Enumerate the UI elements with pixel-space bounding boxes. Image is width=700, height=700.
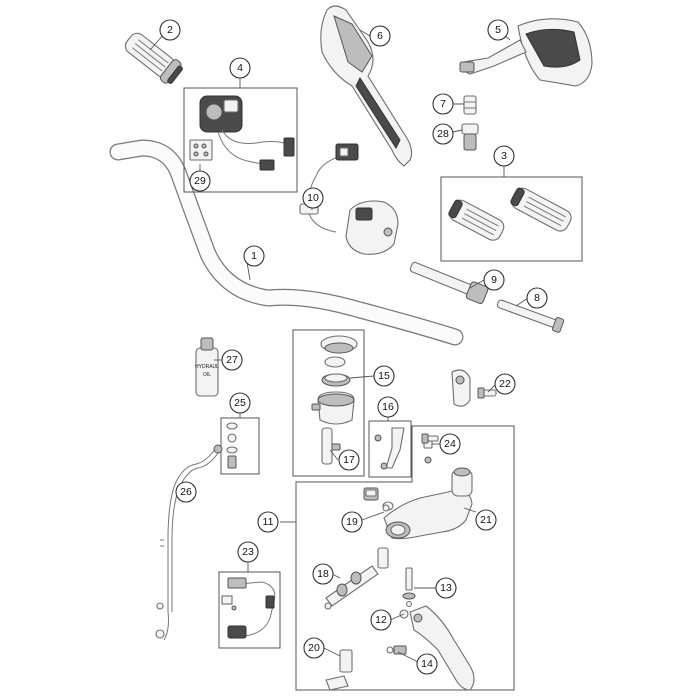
callout-5: 5 (487, 19, 509, 41)
callout-21: 21 (475, 509, 497, 531)
bottle-label-line-2: OIL (203, 372, 211, 378)
callout-number: 15 (378, 370, 390, 382)
callout-number: 4 (237, 62, 243, 74)
callout-number: 12 (375, 614, 387, 626)
throttle-tube-part (409, 261, 489, 304)
callout-18: 18 (312, 563, 334, 585)
callout-number: 20 (308, 642, 320, 654)
callout-4: 4 (229, 57, 251, 79)
screw-part (365, 489, 390, 512)
group-box-lever-piece (368, 420, 412, 478)
handlebar-end-part (496, 299, 565, 333)
callout-29: 29 (189, 170, 211, 192)
callout-23: 23 (237, 541, 259, 563)
callout-number: 6 (377, 30, 383, 42)
pushrod-part (325, 649, 353, 691)
callout-17: 17 (338, 449, 360, 471)
callout-10: 10 (302, 187, 324, 209)
callout-16: 16 (377, 396, 399, 418)
brake-line-part (155, 444, 223, 641)
callout-26: 26 (175, 481, 197, 503)
handlebar-part (109, 139, 464, 346)
callout-22: 22 (494, 373, 516, 395)
clamp-part (451, 369, 497, 407)
callout-number: 24 (444, 438, 456, 450)
callout-number: 3 (501, 150, 507, 162)
group-box-switch (183, 87, 298, 193)
callout-9: 9 (483, 269, 505, 291)
mirror-part (459, 18, 593, 87)
callout-6: 6 (369, 25, 391, 47)
callout-24: 24 (439, 433, 461, 455)
callout-number: 10 (307, 192, 319, 204)
callout-number: 13 (440, 582, 452, 594)
mirror-adapter-part (461, 123, 479, 151)
electric-switch-part (299, 143, 399, 255)
callout-14: 14 (416, 653, 438, 675)
clamp-bolt-part (421, 433, 439, 444)
lever-piece-part (374, 427, 405, 470)
callout-15: 15 (373, 365, 395, 387)
lever-cover-part (320, 5, 413, 167)
grip-part (124, 32, 183, 84)
callout-number: 25 (234, 397, 246, 409)
hydraulic-oil-bottle-part: HYDRAUL OIL (195, 337, 219, 397)
master-cylinder-body-part (363, 467, 473, 540)
callout-number: 1 (251, 250, 257, 262)
callout-number: 29 (194, 175, 206, 187)
brake-light-switch-part (221, 577, 276, 639)
callout-25: 25 (229, 392, 251, 414)
callout-number: 5 (495, 24, 501, 36)
callout-number: 22 (499, 378, 511, 390)
group-box-reservoir (292, 329, 365, 477)
callout-number: 17 (343, 454, 355, 466)
piston-kit-part (324, 547, 389, 610)
callout-number: 18 (317, 568, 329, 580)
group-box-brake-switch (218, 571, 281, 649)
callout-number: 16 (382, 401, 394, 413)
callout-28: 28 (432, 123, 454, 145)
callout-number: 21 (480, 514, 492, 526)
callout-27: 27 (221, 349, 243, 371)
reservoir-part (311, 335, 358, 465)
callout-number: 26 (180, 486, 192, 498)
combination-switch-part (189, 95, 295, 171)
callout-7: 7 (432, 93, 454, 115)
callout-3: 3 (493, 145, 515, 167)
callout-number: 27 (226, 354, 238, 366)
callout-19: 19 (341, 511, 363, 533)
bottle-label-line-1: HYDRAUL (195, 364, 219, 370)
callout-number: 7 (440, 98, 446, 110)
callout-number: 14 (421, 658, 433, 670)
group-box-master-cylinder (295, 425, 515, 691)
callout-number: 19 (346, 516, 358, 528)
callout-13: 13 (435, 577, 457, 599)
adjuster-bolt-part (402, 567, 416, 608)
grip-set-part (448, 187, 572, 241)
callout-number: 11 (263, 516, 274, 528)
callout-number: 23 (242, 546, 254, 558)
callout-number: 8 (534, 292, 540, 304)
callout-number: 9 (491, 274, 497, 286)
callout-11: 11 (257, 511, 279, 533)
callout-number: 2 (167, 24, 173, 36)
callout-2: 2 (159, 19, 181, 41)
group-box-grips (440, 176, 583, 262)
callout-8: 8 (526, 287, 548, 309)
banjo-bolts-part (226, 422, 238, 469)
brake-lever-part (386, 605, 475, 691)
callout-number: 28 (437, 128, 449, 140)
mirror-nut-part (463, 95, 477, 115)
callout-20: 20 (303, 637, 325, 659)
callout-1: 1 (243, 245, 265, 267)
callout-12: 12 (370, 609, 392, 631)
